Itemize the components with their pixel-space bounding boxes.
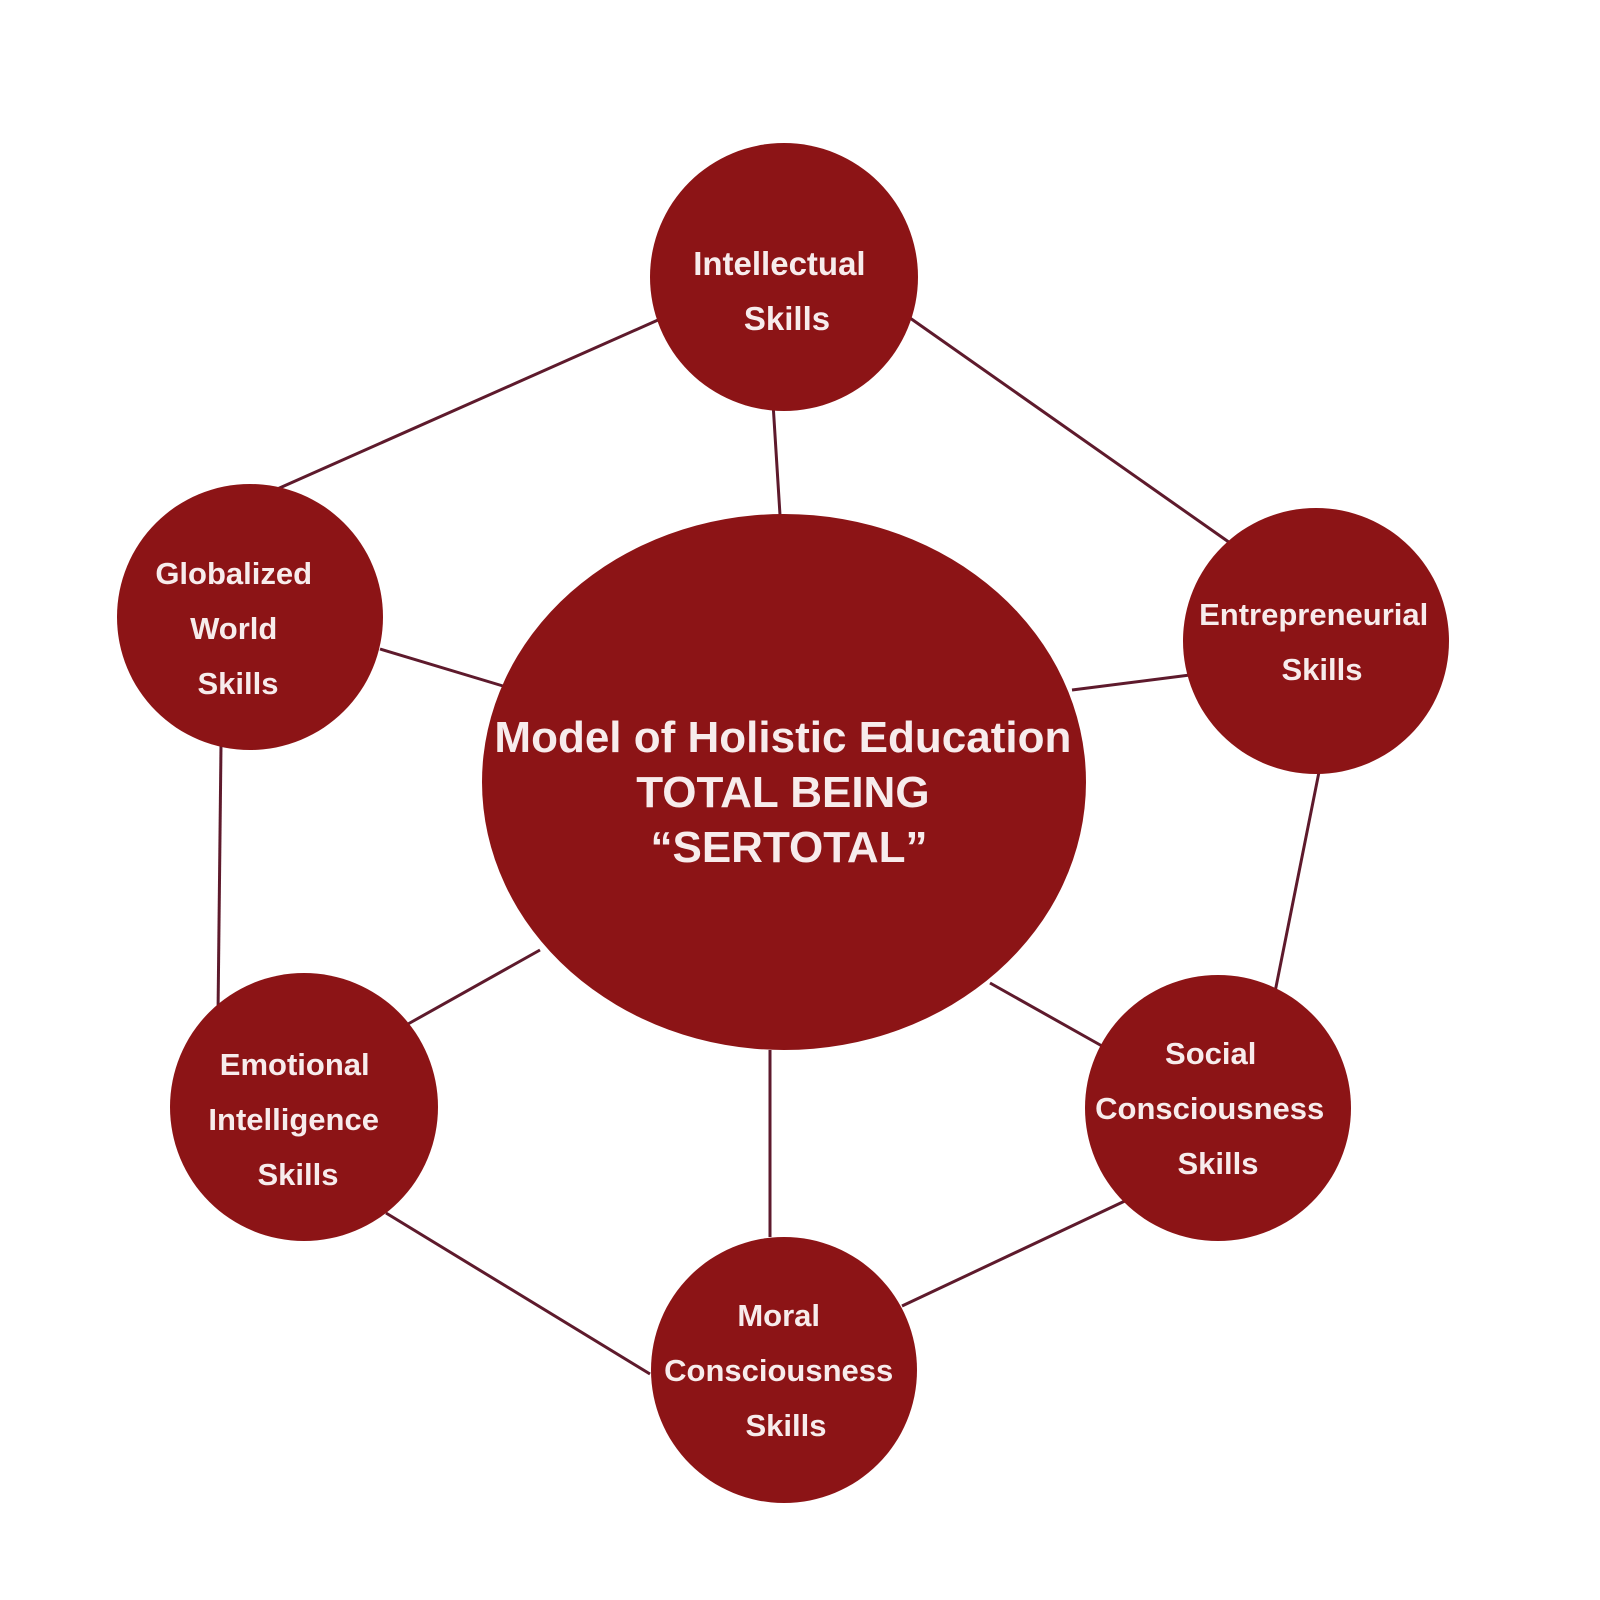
node-globalized-line-1: Globalized	[155, 556, 312, 591]
node-emotional-line-3: Skills	[258, 1157, 339, 1192]
node-social-line-2: Consciousness	[1095, 1091, 1324, 1126]
node-globalized-line-3: Skills	[198, 666, 279, 701]
node-intellectual-circle	[650, 143, 918, 411]
connector-center-globalized	[379, 647, 504, 688]
node-intellectual-line-2: Skills	[744, 300, 830, 337]
center-line-2: TOTAL BEING	[636, 768, 929, 817]
node-emotional: Emotional Intelligence Skills	[170, 973, 438, 1241]
node-entrepreneurial-circle	[1183, 508, 1449, 774]
center-line-3: “SERTOTAL”	[650, 823, 927, 872]
node-intellectual-line-1: Intellectual	[693, 245, 865, 282]
node-moral-line-2: Consciousness	[664, 1353, 893, 1388]
node-moral-line-3: Skills	[746, 1408, 827, 1443]
node-social-circle	[1085, 975, 1351, 1241]
connector-globalized-intellectual	[274, 318, 659, 492]
node-intellectual: Intellectual Skills	[650, 143, 918, 411]
node-social-line-3: Skills	[1178, 1146, 1259, 1181]
node-intellectual-label: Intellectual Skills	[693, 245, 875, 337]
node-social-label: Social Consciousness Skills	[1095, 1036, 1333, 1181]
node-emotional-circle	[170, 973, 438, 1241]
node-social-line-1: Social	[1165, 1036, 1256, 1071]
node-emotional-label: Emotional Intelligence Skills	[208, 1047, 387, 1192]
center-title: Model of Holistic Education TOTAL BEING …	[494, 713, 1083, 872]
node-entrepreneurial-line-1: Entrepreneurial	[1199, 597, 1428, 632]
connector-moral-emotional	[385, 1211, 651, 1376]
node-entrepreneurial-line-2: Skills	[1282, 652, 1363, 687]
center-node: Model of Holistic Education TOTAL BEING …	[482, 514, 1086, 1050]
center-circle	[482, 514, 1086, 1050]
connector-center-emotional	[407, 948, 541, 1026]
node-moral-label: Moral Consciousness Skills	[664, 1298, 902, 1443]
connector-lines	[216, 316, 1322, 1376]
node-globalized-label: Globalized World Skills	[155, 556, 320, 701]
connector-emotional-globalized	[216, 744, 223, 1016]
node-entrepreneurial-label: Entrepreneurial Skills	[1199, 597, 1437, 687]
node-moral-line-1: Moral	[737, 1298, 820, 1333]
connector-social-moral	[901, 1198, 1128, 1308]
connector-intellectual-entrepreneurial	[909, 316, 1234, 547]
center-line-1: Model of Holistic Education	[494, 713, 1071, 762]
connector-center-intellectual	[771, 402, 782, 516]
connector-entrepreneurial-social	[1273, 766, 1322, 993]
connector-center-entrepreneurial	[1071, 673, 1191, 692]
node-social: Social Consciousness Skills	[1085, 975, 1351, 1241]
connector-center-social	[989, 981, 1103, 1048]
node-globalized-line-2: World	[190, 611, 277, 646]
node-globalized-circle	[117, 484, 383, 750]
node-globalized: Globalized World Skills	[117, 484, 383, 750]
node-emotional-line-1: Emotional	[220, 1047, 370, 1082]
node-moral: Moral Consciousness Skills	[651, 1237, 917, 1503]
node-emotional-line-2: Intelligence	[208, 1102, 379, 1137]
node-entrepreneurial: Entrepreneurial Skills	[1183, 508, 1449, 774]
node-moral-circle	[651, 1237, 917, 1503]
